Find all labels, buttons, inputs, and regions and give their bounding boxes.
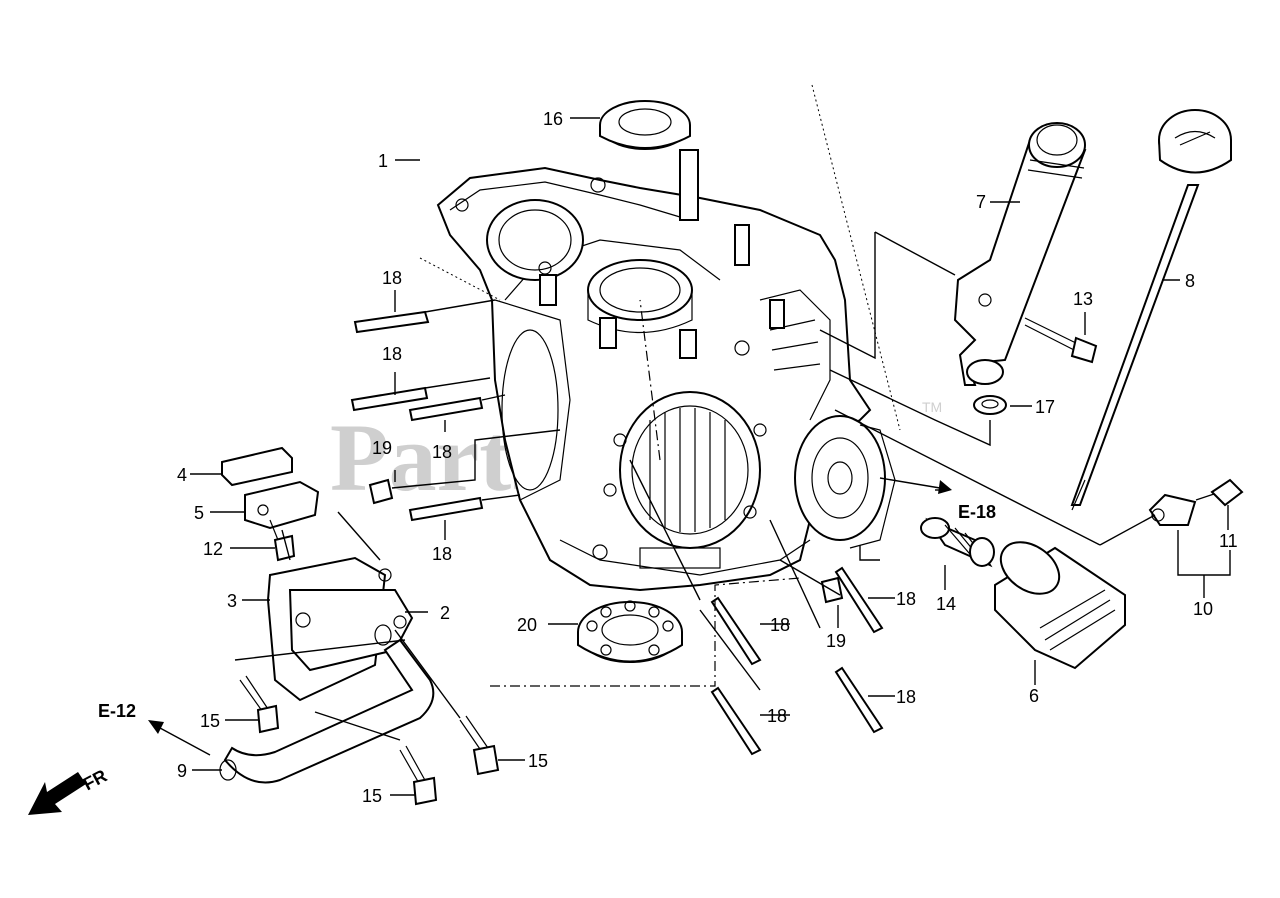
callout-11: 11 bbox=[1219, 531, 1238, 551]
dipstick-part bbox=[1070, 109, 1232, 511]
oil-filter-part bbox=[994, 541, 1126, 670]
callout-18-d: 18 bbox=[432, 544, 452, 564]
bolt-13-part bbox=[1024, 317, 1098, 364]
callout-16: 16 bbox=[543, 109, 563, 129]
callout-14: 14 bbox=[936, 594, 956, 614]
stud-18-g bbox=[834, 566, 884, 634]
callout-19-a: 19 bbox=[372, 438, 392, 458]
ref-e18: E-18 bbox=[958, 502, 996, 522]
bearing-part bbox=[577, 600, 683, 663]
callout-2: 2 bbox=[440, 603, 450, 623]
front-direction-arrow bbox=[28, 772, 86, 815]
callout-18-f: 18 bbox=[767, 706, 787, 726]
oil-seal-part bbox=[599, 100, 691, 150]
watermark-trademark: TM bbox=[922, 399, 942, 415]
gasket-5-part bbox=[244, 480, 320, 530]
callout-labels: 1 16 7 8 13 17 18 18 18 18 18 18 18 18 1… bbox=[177, 109, 1238, 806]
filter-nipple-part bbox=[920, 517, 995, 568]
ref-e12: E-12 bbox=[98, 701, 136, 721]
callout-20: 20 bbox=[517, 615, 537, 635]
cover-plate-4-part bbox=[221, 446, 293, 487]
callout-18-h: 18 bbox=[896, 687, 916, 707]
callout-18-g: 18 bbox=[896, 589, 916, 609]
callout-18-a: 18 bbox=[382, 268, 402, 288]
washer-17-part bbox=[973, 395, 1007, 415]
stud-18-e bbox=[710, 596, 762, 666]
callout-15-b: 15 bbox=[528, 751, 548, 771]
stud-18-b bbox=[350, 386, 429, 412]
callout-18-b: 18 bbox=[382, 344, 402, 364]
callout-12: 12 bbox=[203, 539, 223, 559]
callout-18-c: 18 bbox=[432, 442, 452, 462]
callout-5: 5 bbox=[194, 503, 204, 523]
bolt-15-right bbox=[459, 715, 500, 776]
ref-front: FR bbox=[80, 766, 111, 795]
stud-18-f bbox=[710, 686, 762, 756]
leader-lines bbox=[148, 84, 1231, 796]
dowel-19-left bbox=[368, 478, 394, 505]
callout-17: 17 bbox=[1035, 397, 1055, 417]
breather-cover-3-part bbox=[266, 556, 414, 702]
callout-4: 4 bbox=[177, 465, 187, 485]
callout-19-b: 19 bbox=[826, 631, 846, 651]
callout-3: 3 bbox=[227, 591, 237, 611]
callout-1: 1 bbox=[378, 151, 388, 171]
crankcase-part bbox=[436, 149, 872, 592]
stud-18-h bbox=[834, 666, 884, 734]
callout-15-a: 15 bbox=[200, 711, 220, 731]
bolt-15-left bbox=[239, 675, 280, 734]
callout-6: 6 bbox=[1029, 686, 1039, 706]
callout-13: 13 bbox=[1073, 289, 1093, 309]
stud-18-a bbox=[353, 310, 430, 334]
oil-switch-part bbox=[1148, 478, 1244, 526]
bolt-15-bottom bbox=[399, 745, 438, 806]
breather-tube-9-part bbox=[219, 624, 435, 784]
stud-18-c bbox=[408, 396, 484, 422]
oil-filler-tube-part bbox=[953, 122, 1087, 386]
callout-9: 9 bbox=[177, 761, 187, 781]
stud-18-d bbox=[408, 496, 484, 522]
callout-18-e: 18 bbox=[770, 615, 790, 635]
callout-10: 10 bbox=[1193, 599, 1213, 619]
callout-15-c: 15 bbox=[362, 786, 382, 806]
screw-12-part bbox=[269, 519, 296, 562]
callout-8: 8 bbox=[1185, 271, 1195, 291]
callout-7: 7 bbox=[976, 192, 986, 212]
oil-pump-boss bbox=[794, 415, 896, 549]
